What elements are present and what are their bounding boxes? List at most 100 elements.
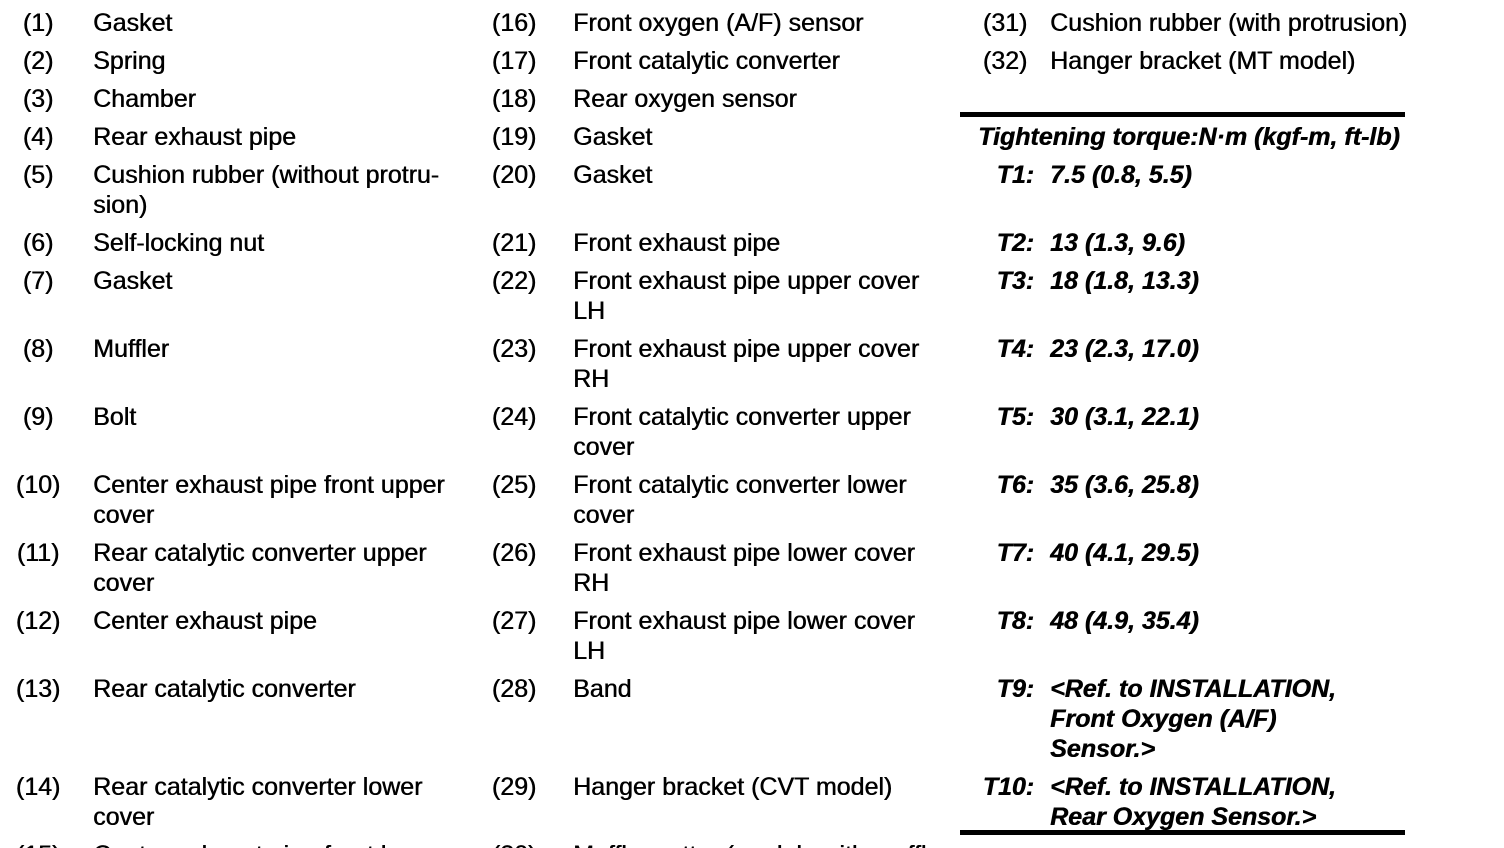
torque-row: T10: <Ref. to INSTALLATION, Rear Oxygen …: [960, 772, 1504, 832]
part-label: Bolt: [93, 403, 137, 431]
part-label: Muffler: [93, 335, 169, 363]
part-number: (25): [491, 471, 537, 499]
part-label: Self-locking nut: [93, 229, 264, 257]
torque-id: T8:: [996, 607, 1035, 635]
part-label: Rear catalytic converter: [93, 675, 356, 703]
part-number: (6): [22, 229, 54, 257]
part-label: Center exhaust pipe front lower cover: [76, 840, 470, 848]
part-label: Center exhaust pipe front upper cover: [93, 471, 445, 529]
part-number: (14): [15, 773, 61, 801]
part-number: (13): [15, 675, 61, 703]
part-number: (5): [22, 161, 54, 189]
part-number: (2): [22, 47, 54, 75]
torque-header: Tightening torque:N·m (kgf-m, ft-lb): [978, 123, 1400, 151]
torque-value: 30 (3.1, 22.1): [1050, 403, 1199, 431]
part-label: Hanger bracket (MT model): [1050, 47, 1356, 75]
torque-id: T7:: [996, 539, 1035, 567]
torque-row: T1: 7.5 (0.8, 5.5): [960, 160, 1504, 220]
part-label: Front exhaust pipe upper cover RH: [573, 335, 920, 393]
torque-value: 23 (2.3, 17.0): [1050, 335, 1199, 363]
torque-row: T2: 13 (1.3, 9.6): [960, 228, 1504, 258]
torque-id: T3:: [996, 267, 1035, 295]
part-number: (10): [15, 471, 61, 499]
torque-id: T6:: [996, 471, 1035, 499]
part-label: Hanger bracket (CVT model): [573, 773, 893, 801]
part-label: Spring: [93, 47, 166, 75]
legend-col3-cell: (31) Cushion rubber (with protrusion): [960, 8, 1504, 38]
part-label: Front exhaust pipe lower cover LH: [573, 607, 915, 665]
part-number: (24): [491, 403, 537, 431]
part-number: (21): [491, 229, 537, 257]
part-label: Gasket: [573, 123, 653, 151]
torque-table-top-rule: [960, 112, 1405, 117]
part-number: (31): [982, 9, 1028, 37]
part-number: (3): [22, 85, 54, 113]
part-number: (1): [22, 9, 54, 37]
part-number: (12): [15, 607, 61, 635]
torque-row: T9: <Ref. to INSTALLATION, Front Oxygen …: [960, 674, 1504, 764]
part-label: Cushion rubber (with protrusion): [1050, 9, 1408, 37]
part-number: (18): [491, 85, 537, 113]
torque-row: T3: 18 (1.8, 13.3): [960, 266, 1504, 326]
part-number: (16): [491, 9, 537, 37]
part-label: Rear oxygen sensor: [573, 85, 797, 113]
part-label: Front exhaust pipe: [573, 229, 781, 257]
torque-value: <Ref. to INSTALLATION, Rear Oxygen Senso…: [1050, 773, 1336, 831]
part-label: Gasket: [573, 161, 653, 189]
part-label: Chamber: [93, 85, 196, 113]
part-number: (22): [491, 267, 537, 295]
legend-col3-cell: [960, 84, 1504, 114]
part-number: (8): [22, 335, 54, 363]
part-number: (7): [22, 267, 54, 295]
part-label: Gasket: [93, 267, 173, 295]
legend-col3-cell: (32) Hanger bracket (MT model): [960, 46, 1504, 76]
torque-id: T10:: [982, 773, 1034, 801]
part-label: Rear catalytic converter upper cover: [93, 539, 427, 597]
part-label: Cushion rubber (without protru- sion): [93, 161, 439, 219]
part-label: Band: [573, 675, 632, 703]
part-label: Gasket: [93, 9, 173, 37]
torque-table-bottom-rule: [960, 830, 1405, 835]
torque-id: T4:: [996, 335, 1035, 363]
part-label: Muffler cutter (models with muffler cutt…: [558, 840, 960, 848]
torque-id: T1:: [996, 161, 1035, 189]
part-number: (23): [491, 335, 537, 363]
torque-value: 40 (4.1, 29.5): [1050, 539, 1199, 567]
torque-row: T7: 40 (4.1, 29.5): [960, 538, 1504, 598]
part-label: Front exhaust pipe lower cover RH: [573, 539, 915, 597]
torque-value: 18 (1.8, 13.3): [1050, 267, 1199, 295]
part-number: (11): [16, 539, 60, 567]
legend-col3-cell: [960, 830, 1504, 848]
torque-value: 7.5 (0.8, 5.5): [1050, 161, 1192, 189]
part-number: (9): [22, 403, 54, 431]
torque-id: T9:: [996, 675, 1035, 703]
torque-value: <Ref. to INSTALLATION, Front Oxygen (A/F…: [1050, 675, 1336, 763]
part-number: (27): [491, 607, 537, 635]
torque-row: T4: 23 (2.3, 17.0): [960, 334, 1504, 394]
torque-row: T5: 30 (3.1, 22.1): [960, 402, 1504, 462]
part-label: Front oxygen (A/F) sensor: [573, 9, 864, 37]
part-number: (4): [22, 123, 54, 151]
part-label: Rear exhaust pipe: [93, 123, 296, 151]
torque-row: T8: 48 (4.9, 35.4): [960, 606, 1504, 666]
part-label: Rear catalytic converter lower cover: [93, 773, 423, 831]
part-label: Front catalytic converter: [573, 47, 840, 75]
torque-header-cell: Tightening torque:N·m (kgf-m, ft-lb): [960, 112, 1504, 152]
part-label: Center exhaust pipe: [93, 607, 317, 635]
part-number: (19): [491, 123, 537, 151]
part-label: Front catalytic converter lower cover: [573, 471, 907, 529]
part-number: (32): [982, 47, 1028, 75]
torque-id: T5:: [996, 403, 1035, 431]
torque-id: T2:: [996, 229, 1035, 257]
part-number: (17): [491, 47, 537, 75]
part-label: Front catalytic converter upper cover: [573, 403, 911, 461]
torque-value: 48 (4.9, 35.4): [1050, 607, 1199, 635]
torque-value: 35 (3.6, 25.8): [1050, 471, 1199, 499]
torque-row: T6: 35 (3.6, 25.8): [960, 470, 1504, 530]
part-number: (28): [491, 675, 537, 703]
part-label: Front exhaust pipe upper cover LH: [573, 267, 920, 325]
part-number: (30): [470, 840, 558, 848]
torque-value: 13 (1.3, 9.6): [1050, 229, 1185, 257]
part-number: (26): [491, 539, 537, 567]
